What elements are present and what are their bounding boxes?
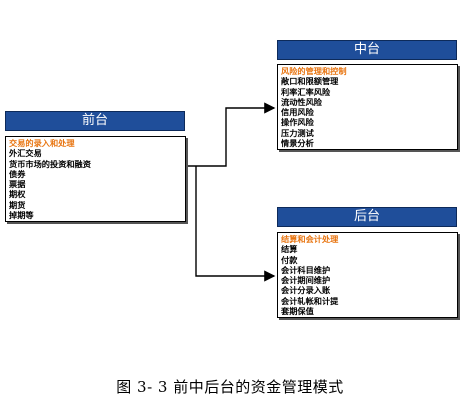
back-item: 会计轧帐和计提 xyxy=(281,295,339,306)
middle-item: 敞口和限额管理 xyxy=(281,76,339,87)
middle-item: 流动性风险 xyxy=(281,96,322,107)
middle-item: 操作风险 xyxy=(281,117,314,128)
back-box: 结算和会计处理 结算 付款 会计科目维护 会计期间维护 会计分录入账 会计轧帐和… xyxy=(277,232,458,318)
middle-header: 中台 xyxy=(277,40,457,60)
back-item: 结算 xyxy=(281,244,298,255)
back-item: 付款 xyxy=(281,254,298,265)
front-header: 前台 xyxy=(5,111,185,131)
figure-caption: 图 3- 3 前中后台的资金管理模式 xyxy=(116,378,344,396)
front-back-connector xyxy=(195,166,276,282)
middle-box: 风险的管理和控制 敞口和限额管理 利率汇率风险 流动性风险 信用风险 操作风险 … xyxy=(277,64,458,150)
back-item: 会计科目维护 xyxy=(281,264,331,275)
front-item-heading: 交易的录入和处理 xyxy=(9,138,75,148)
back-header: 后台 xyxy=(277,207,457,227)
middle-item: 利率汇率风险 xyxy=(281,86,331,97)
back-item: 会计期间维护 xyxy=(281,275,331,286)
front-middle-connector xyxy=(176,102,276,172)
middle-item: 压力测试 xyxy=(281,127,314,138)
middle-item: 情景分析 xyxy=(281,138,314,149)
front-item: 期权 xyxy=(9,189,26,200)
back-item-heading: 结算和会计处理 xyxy=(281,234,339,244)
front-item: 债券 xyxy=(9,168,26,179)
front-box: 交易的录入和处理 外汇交易 货币市场的投资和融资 债券 票据 期权 期货 掉期等 xyxy=(5,136,186,222)
back-item: 会计分录入账 xyxy=(281,285,331,296)
front-item: 期货 xyxy=(9,199,26,210)
middle-item: 信用风险 xyxy=(281,107,314,118)
front-item: 货币市场的投资和融资 xyxy=(9,158,91,169)
front-item: 掉期等 xyxy=(9,210,34,221)
front-item: 票据 xyxy=(9,179,26,190)
back-item: 套期保值 xyxy=(281,306,314,317)
front-item: 外汇交易 xyxy=(9,148,42,159)
middle-item-heading: 风险的管理和控制 xyxy=(281,66,347,76)
